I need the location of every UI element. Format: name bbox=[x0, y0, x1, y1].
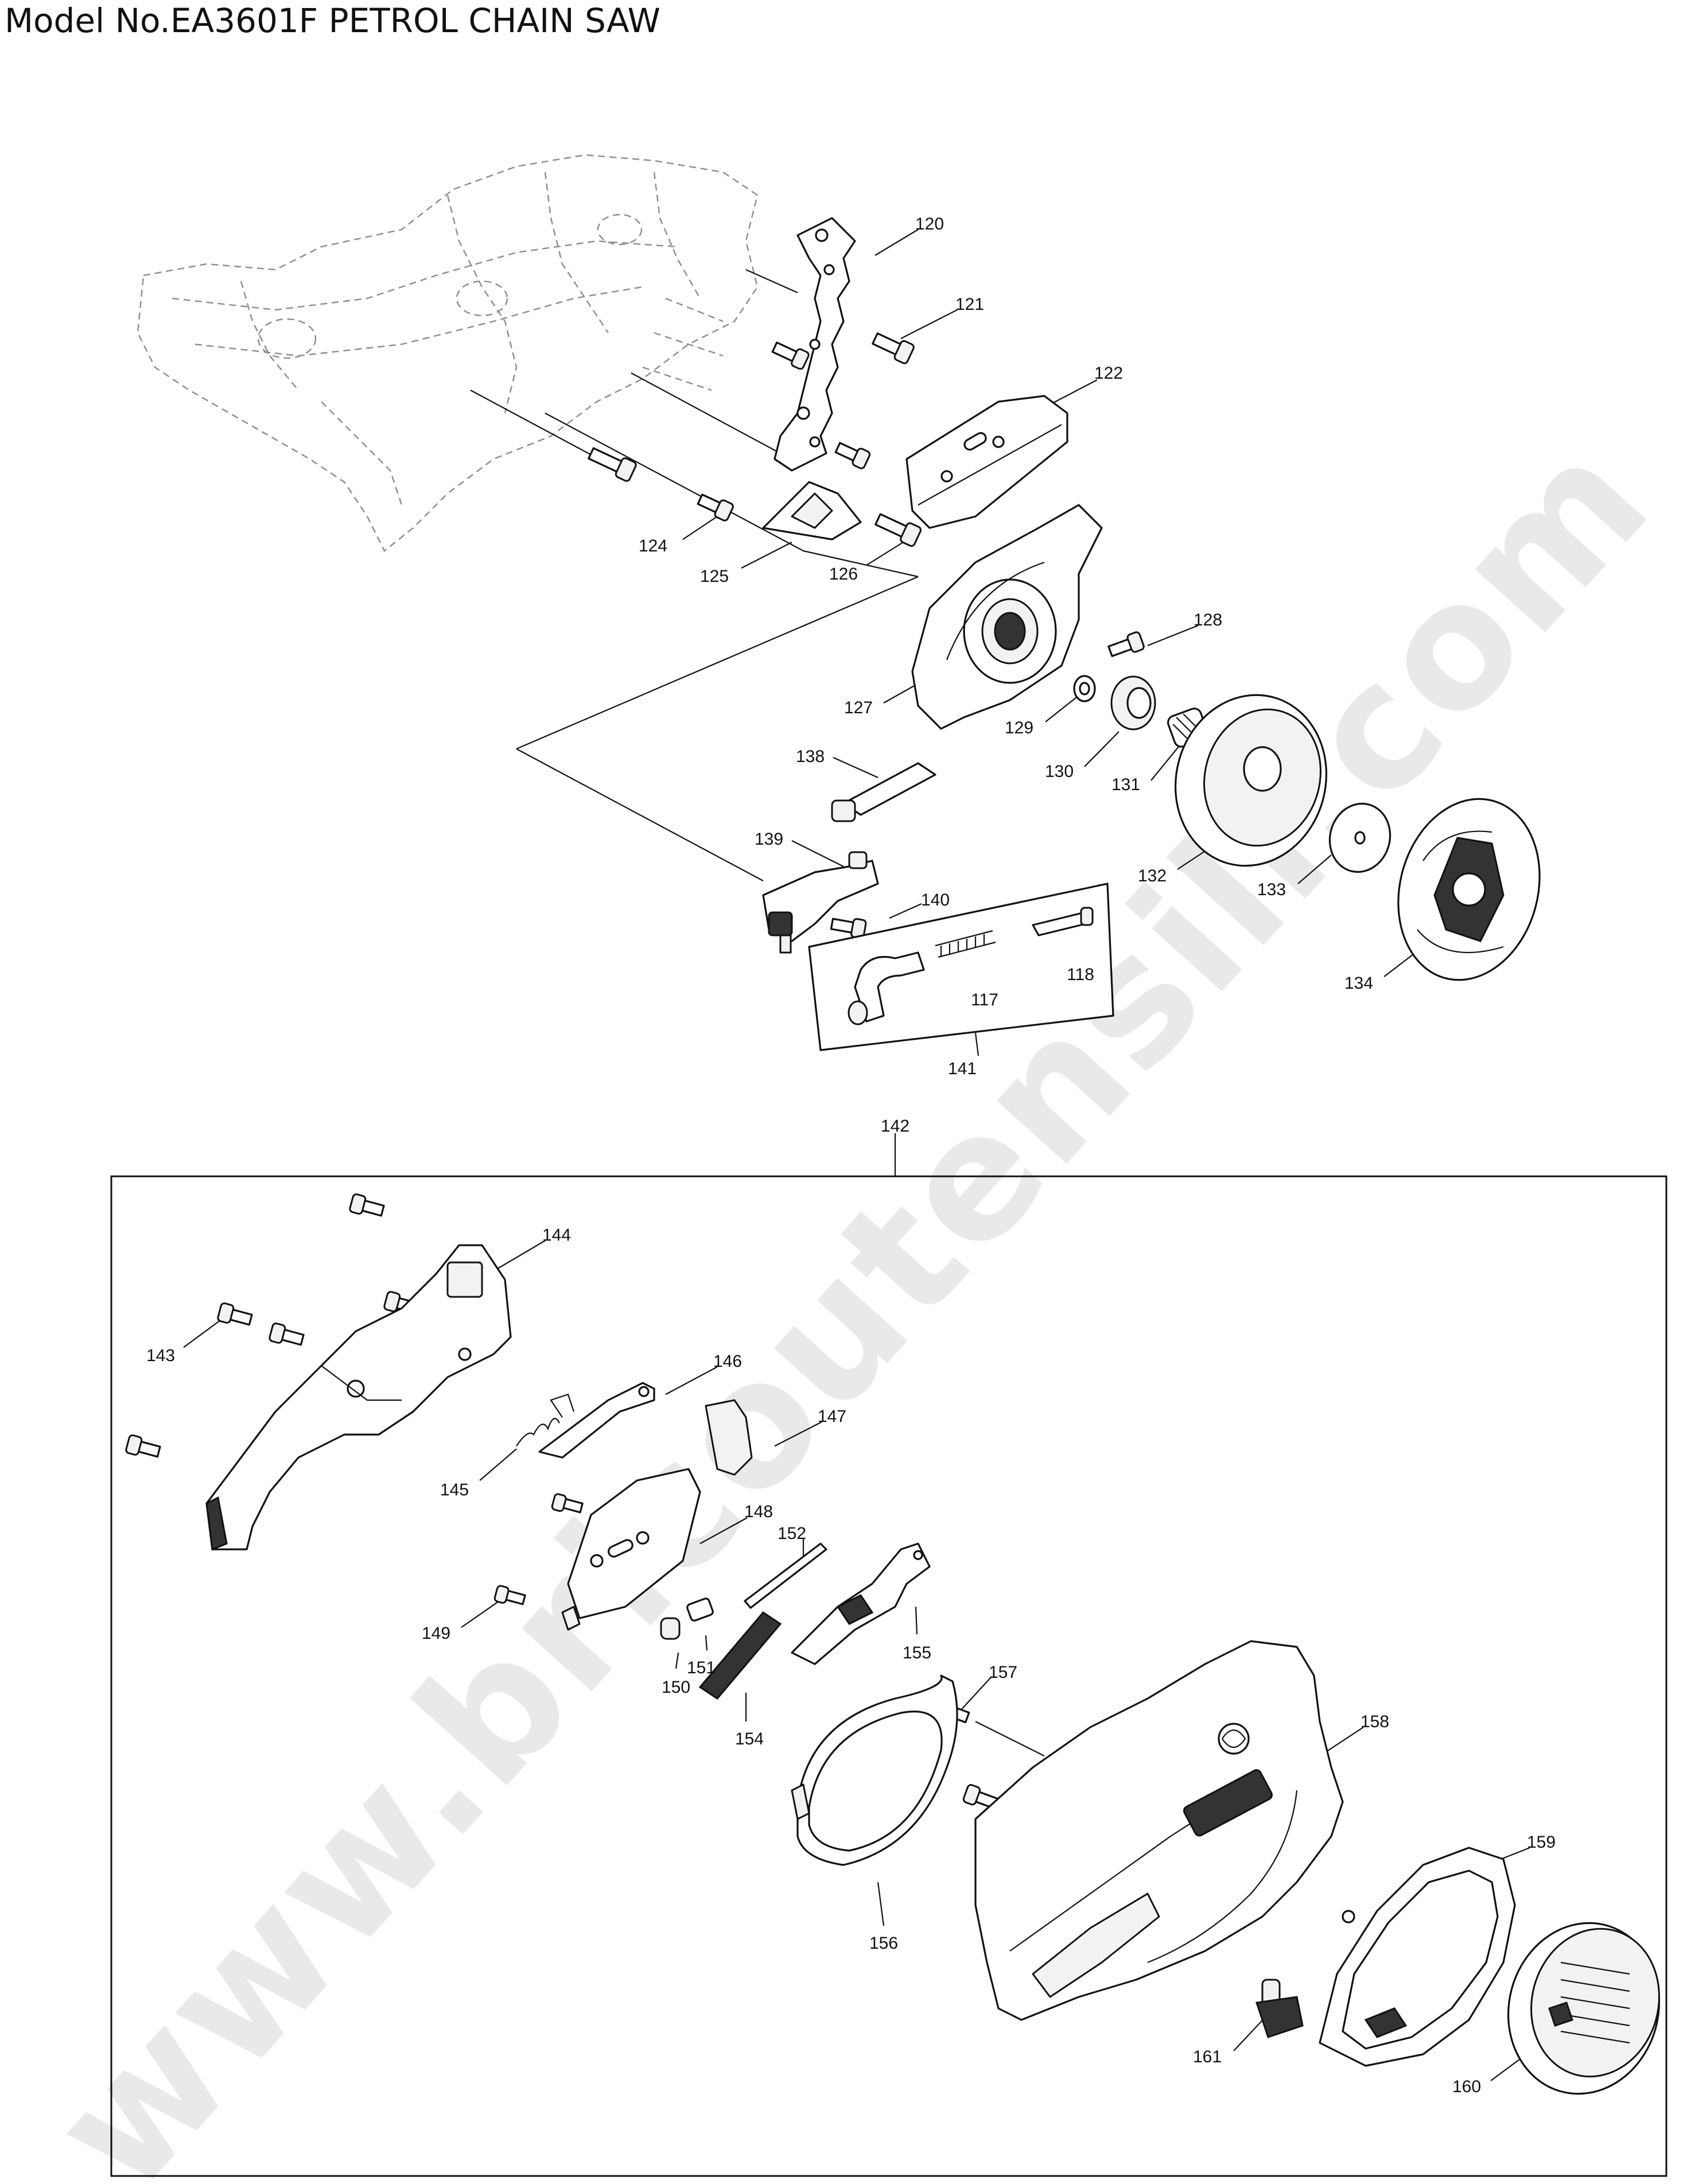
part-label-148: 148 bbox=[744, 1502, 773, 1521]
part-label-150: 150 bbox=[662, 1678, 690, 1697]
part-label-144: 144 bbox=[542, 1226, 571, 1245]
part-label-154: 154 bbox=[735, 1730, 764, 1748]
part-161-knob bbox=[1255, 1979, 1304, 2038]
part-label-158: 158 bbox=[1361, 1712, 1389, 1731]
part-label-161: 161 bbox=[1193, 2047, 1222, 2066]
part-label-125: 125 bbox=[700, 567, 729, 586]
part-label-129: 129 bbox=[1005, 718, 1033, 737]
part-label-132: 132 bbox=[1138, 866, 1167, 885]
part-label-124: 124 bbox=[639, 537, 667, 555]
part-143-bolts bbox=[125, 1193, 584, 1606]
part-label-147: 147 bbox=[818, 1407, 846, 1426]
part-154-spring bbox=[698, 1611, 782, 1700]
part-139-oil-pump bbox=[762, 851, 879, 954]
part-label-121: 121 bbox=[955, 295, 984, 314]
part-146-lever bbox=[538, 1382, 655, 1459]
part-label-130: 130 bbox=[1045, 762, 1074, 781]
part-145-spring bbox=[516, 1393, 575, 1447]
part-label-156: 156 bbox=[869, 1934, 898, 1953]
part-label-138: 138 bbox=[796, 747, 825, 766]
part-152-rod bbox=[744, 1542, 827, 1609]
part-label-143: 143 bbox=[146, 1346, 175, 1365]
part-label-155: 155 bbox=[903, 1643, 931, 1662]
part-144-bracket bbox=[205, 1244, 512, 1551]
part-label-157: 157 bbox=[989, 1663, 1017, 1682]
part-label-149: 149 bbox=[422, 1624, 450, 1643]
part-label-133: 133 bbox=[1257, 880, 1286, 899]
part-148-guide-plate bbox=[561, 1468, 701, 1631]
part-134-clutch-assembly bbox=[1397, 798, 1541, 981]
part-159-ring-cover bbox=[1319, 1847, 1516, 2067]
part-label-120: 120 bbox=[915, 215, 944, 234]
part-label-128: 128 bbox=[1194, 611, 1222, 629]
part-147-block bbox=[705, 1399, 753, 1476]
part-label-159: 159 bbox=[1527, 1833, 1556, 1852]
part-number-labels: 120 121 122 124 125 126 127 128 129 130 131 132 133 1… bbox=[146, 215, 1556, 2096]
part-label-127: 127 bbox=[844, 698, 873, 717]
part-133-washer bbox=[1328, 802, 1391, 873]
part-127-clutch-cover bbox=[911, 504, 1103, 730]
part-140-bolt bbox=[830, 918, 867, 939]
part-155-lever bbox=[791, 1542, 931, 1665]
part-142-kit-frame bbox=[110, 1175, 1667, 2177]
bolts-top bbox=[588, 332, 1145, 658]
part-132-clutch-drum bbox=[1174, 694, 1328, 867]
part-141-kit bbox=[808, 883, 1114, 1051]
part-122-guide-plate bbox=[905, 395, 1068, 529]
part-150-151 bbox=[660, 1598, 714, 1640]
part-120-plate bbox=[773, 217, 856, 472]
part-label-122: 122 bbox=[1094, 364, 1123, 383]
part-label-152: 152 bbox=[778, 1524, 806, 1543]
part-156-brake-band bbox=[791, 1674, 958, 1866]
part-label-118: 118 bbox=[1067, 965, 1094, 984]
part-158-sprocket-cover bbox=[974, 1640, 1344, 2021]
part-label-117: 117 bbox=[971, 990, 998, 1009]
part-160-cap bbox=[1507, 1922, 1661, 2095]
part-label-131: 131 bbox=[1111, 775, 1140, 794]
part-label-126: 126 bbox=[829, 565, 858, 584]
part-label-142: 142 bbox=[881, 1117, 909, 1136]
ghost-engine-body bbox=[137, 154, 759, 552]
page-title: Model No.EA3601F PETROL CHAIN SAW bbox=[5, 1, 660, 40]
part-138-link bbox=[831, 762, 936, 822]
part-label-146: 146 bbox=[713, 1352, 742, 1371]
part-label-134: 134 bbox=[1344, 974, 1373, 993]
part-label-151: 151 bbox=[687, 1658, 716, 1677]
part-label-139: 139 bbox=[755, 830, 783, 849]
part-125-cover bbox=[762, 481, 862, 541]
part-label-141: 141 bbox=[948, 1059, 977, 1078]
leader-lines bbox=[183, 229, 1530, 2081]
part-label-145: 145 bbox=[440, 1480, 469, 1499]
part-label-160: 160 bbox=[1452, 2077, 1481, 2096]
part-label-140: 140 bbox=[921, 891, 950, 910]
